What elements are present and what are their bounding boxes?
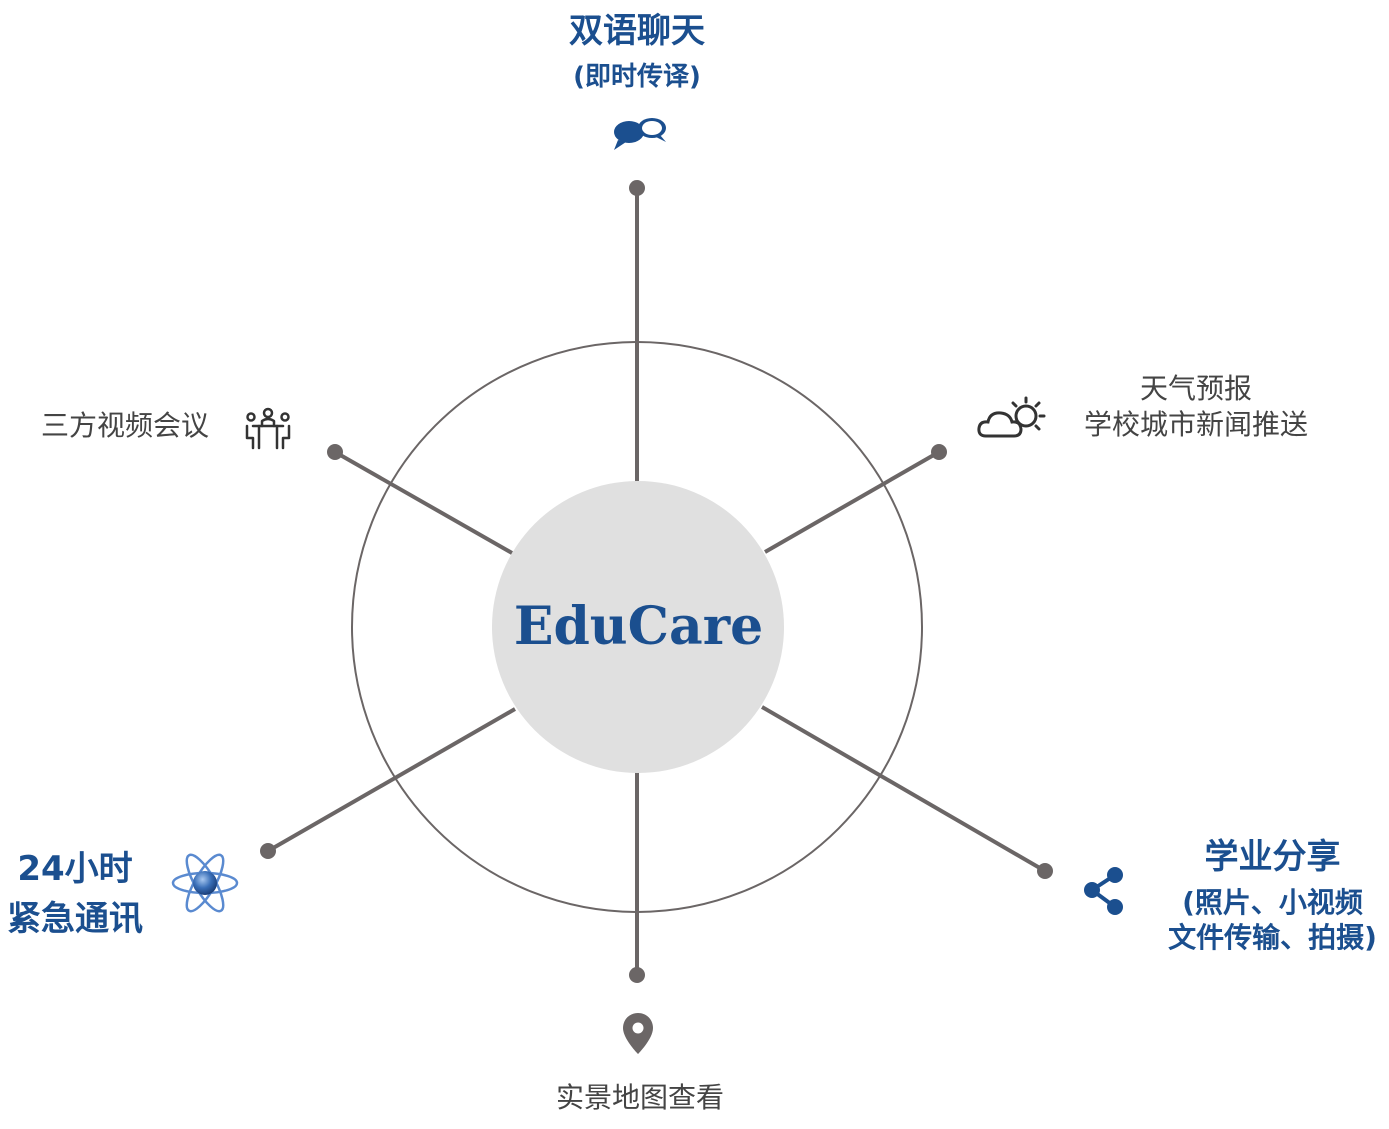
spoke-dot-lower-left xyxy=(260,843,276,859)
meeting-icon xyxy=(245,407,291,450)
node-emergency-line1: 24小时 xyxy=(17,849,133,889)
hub-circle xyxy=(492,481,784,773)
hub-title: EduCare xyxy=(513,596,764,657)
map-pin-icon xyxy=(623,1013,653,1054)
chat-bubbles-icon xyxy=(614,118,666,150)
spoke-dot-bottom xyxy=(629,967,645,983)
spoke-lower-right xyxy=(760,705,1047,873)
node-weather-line1: 天气预报 xyxy=(1139,372,1252,405)
node-study-share-title: 学业分享 xyxy=(1204,837,1341,877)
atom-globe-icon xyxy=(171,853,239,913)
node-study-share-line3: 文件传输、拍摄) xyxy=(1168,921,1377,954)
node-study-share-line2: (照片、小视频 xyxy=(1182,886,1363,919)
cloud-sun-icon xyxy=(977,396,1046,438)
spoke-upper-right xyxy=(764,450,940,554)
spoke-lower-left xyxy=(267,707,516,853)
spoke-dot-upper-right xyxy=(931,444,947,460)
spoke-dot-top xyxy=(629,180,645,196)
share-icon xyxy=(1084,867,1123,915)
spoke-dot-lower-right xyxy=(1037,863,1053,879)
node-map-view-title: 实景地图查看 xyxy=(555,1081,724,1114)
node-emergency-line2: 紧急通讯 xyxy=(7,899,143,939)
spoke-upper-left xyxy=(334,450,513,555)
node-bilingual-chat-title: 双语聊天 xyxy=(569,11,705,51)
node-bilingual-chat-subtitle: (即时传译) xyxy=(573,62,701,92)
node-video-conf-title: 三方视频会议 xyxy=(40,409,209,442)
node-weather-line2: 学校城市新闻推送 xyxy=(1083,408,1308,441)
spoke-dot-upper-left xyxy=(327,444,343,460)
